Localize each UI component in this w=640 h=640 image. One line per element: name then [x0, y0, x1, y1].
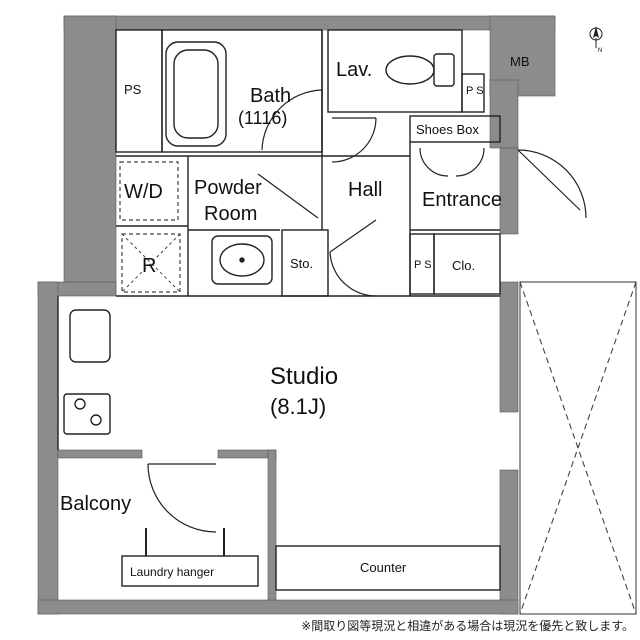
- label-shoes-box: Shoes Box: [416, 122, 479, 137]
- toilet: [385, 53, 455, 87]
- outdoor-space: [519, 281, 637, 615]
- compass-icon: N: [589, 26, 603, 54]
- label-bath-size: (1116): [238, 108, 287, 128]
- label-counter: Counter: [360, 560, 407, 575]
- label-storage: Sto.: [290, 256, 313, 271]
- label-closet: Clo.: [452, 258, 475, 273]
- label-studio-size: (8.1J): [270, 394, 326, 419]
- label-mb: MB: [510, 54, 530, 69]
- washbasin: [211, 235, 273, 285]
- label-lav: Lav.: [336, 59, 372, 81]
- label-powder-2: Room: [204, 203, 257, 225]
- disclaimer-note: ※間取り図等現況と相違がある場合は現況を優先と致します。: [301, 619, 634, 633]
- kitchen-sink: [69, 309, 111, 363]
- refrigerator-cross: [121, 233, 181, 293]
- label-hall: Hall: [348, 179, 382, 201]
- door-swings: [147, 89, 587, 533]
- laundry-poles: [145, 528, 225, 556]
- label-ps-lav: P S: [466, 85, 484, 97]
- label-bath: Bath: [250, 85, 291, 107]
- bathtub: [165, 41, 227, 147]
- label-wd: W/D: [124, 181, 163, 203]
- appliance-spaces: [119, 161, 181, 293]
- label-laundry-hanger: Laundry hanger: [130, 565, 214, 579]
- label-ps-hall: P S: [414, 259, 432, 271]
- label-powder-1: Powder: [194, 177, 262, 199]
- compass-north-label: N: [598, 48, 602, 54]
- label-entrance: Entrance: [422, 189, 502, 211]
- stove: [63, 393, 111, 435]
- label-studio: Studio: [270, 363, 338, 390]
- label-ps-top-left: PS: [124, 82, 142, 97]
- label-refrigerator: R: [142, 255, 156, 277]
- label-balcony: Balcony: [60, 493, 131, 515]
